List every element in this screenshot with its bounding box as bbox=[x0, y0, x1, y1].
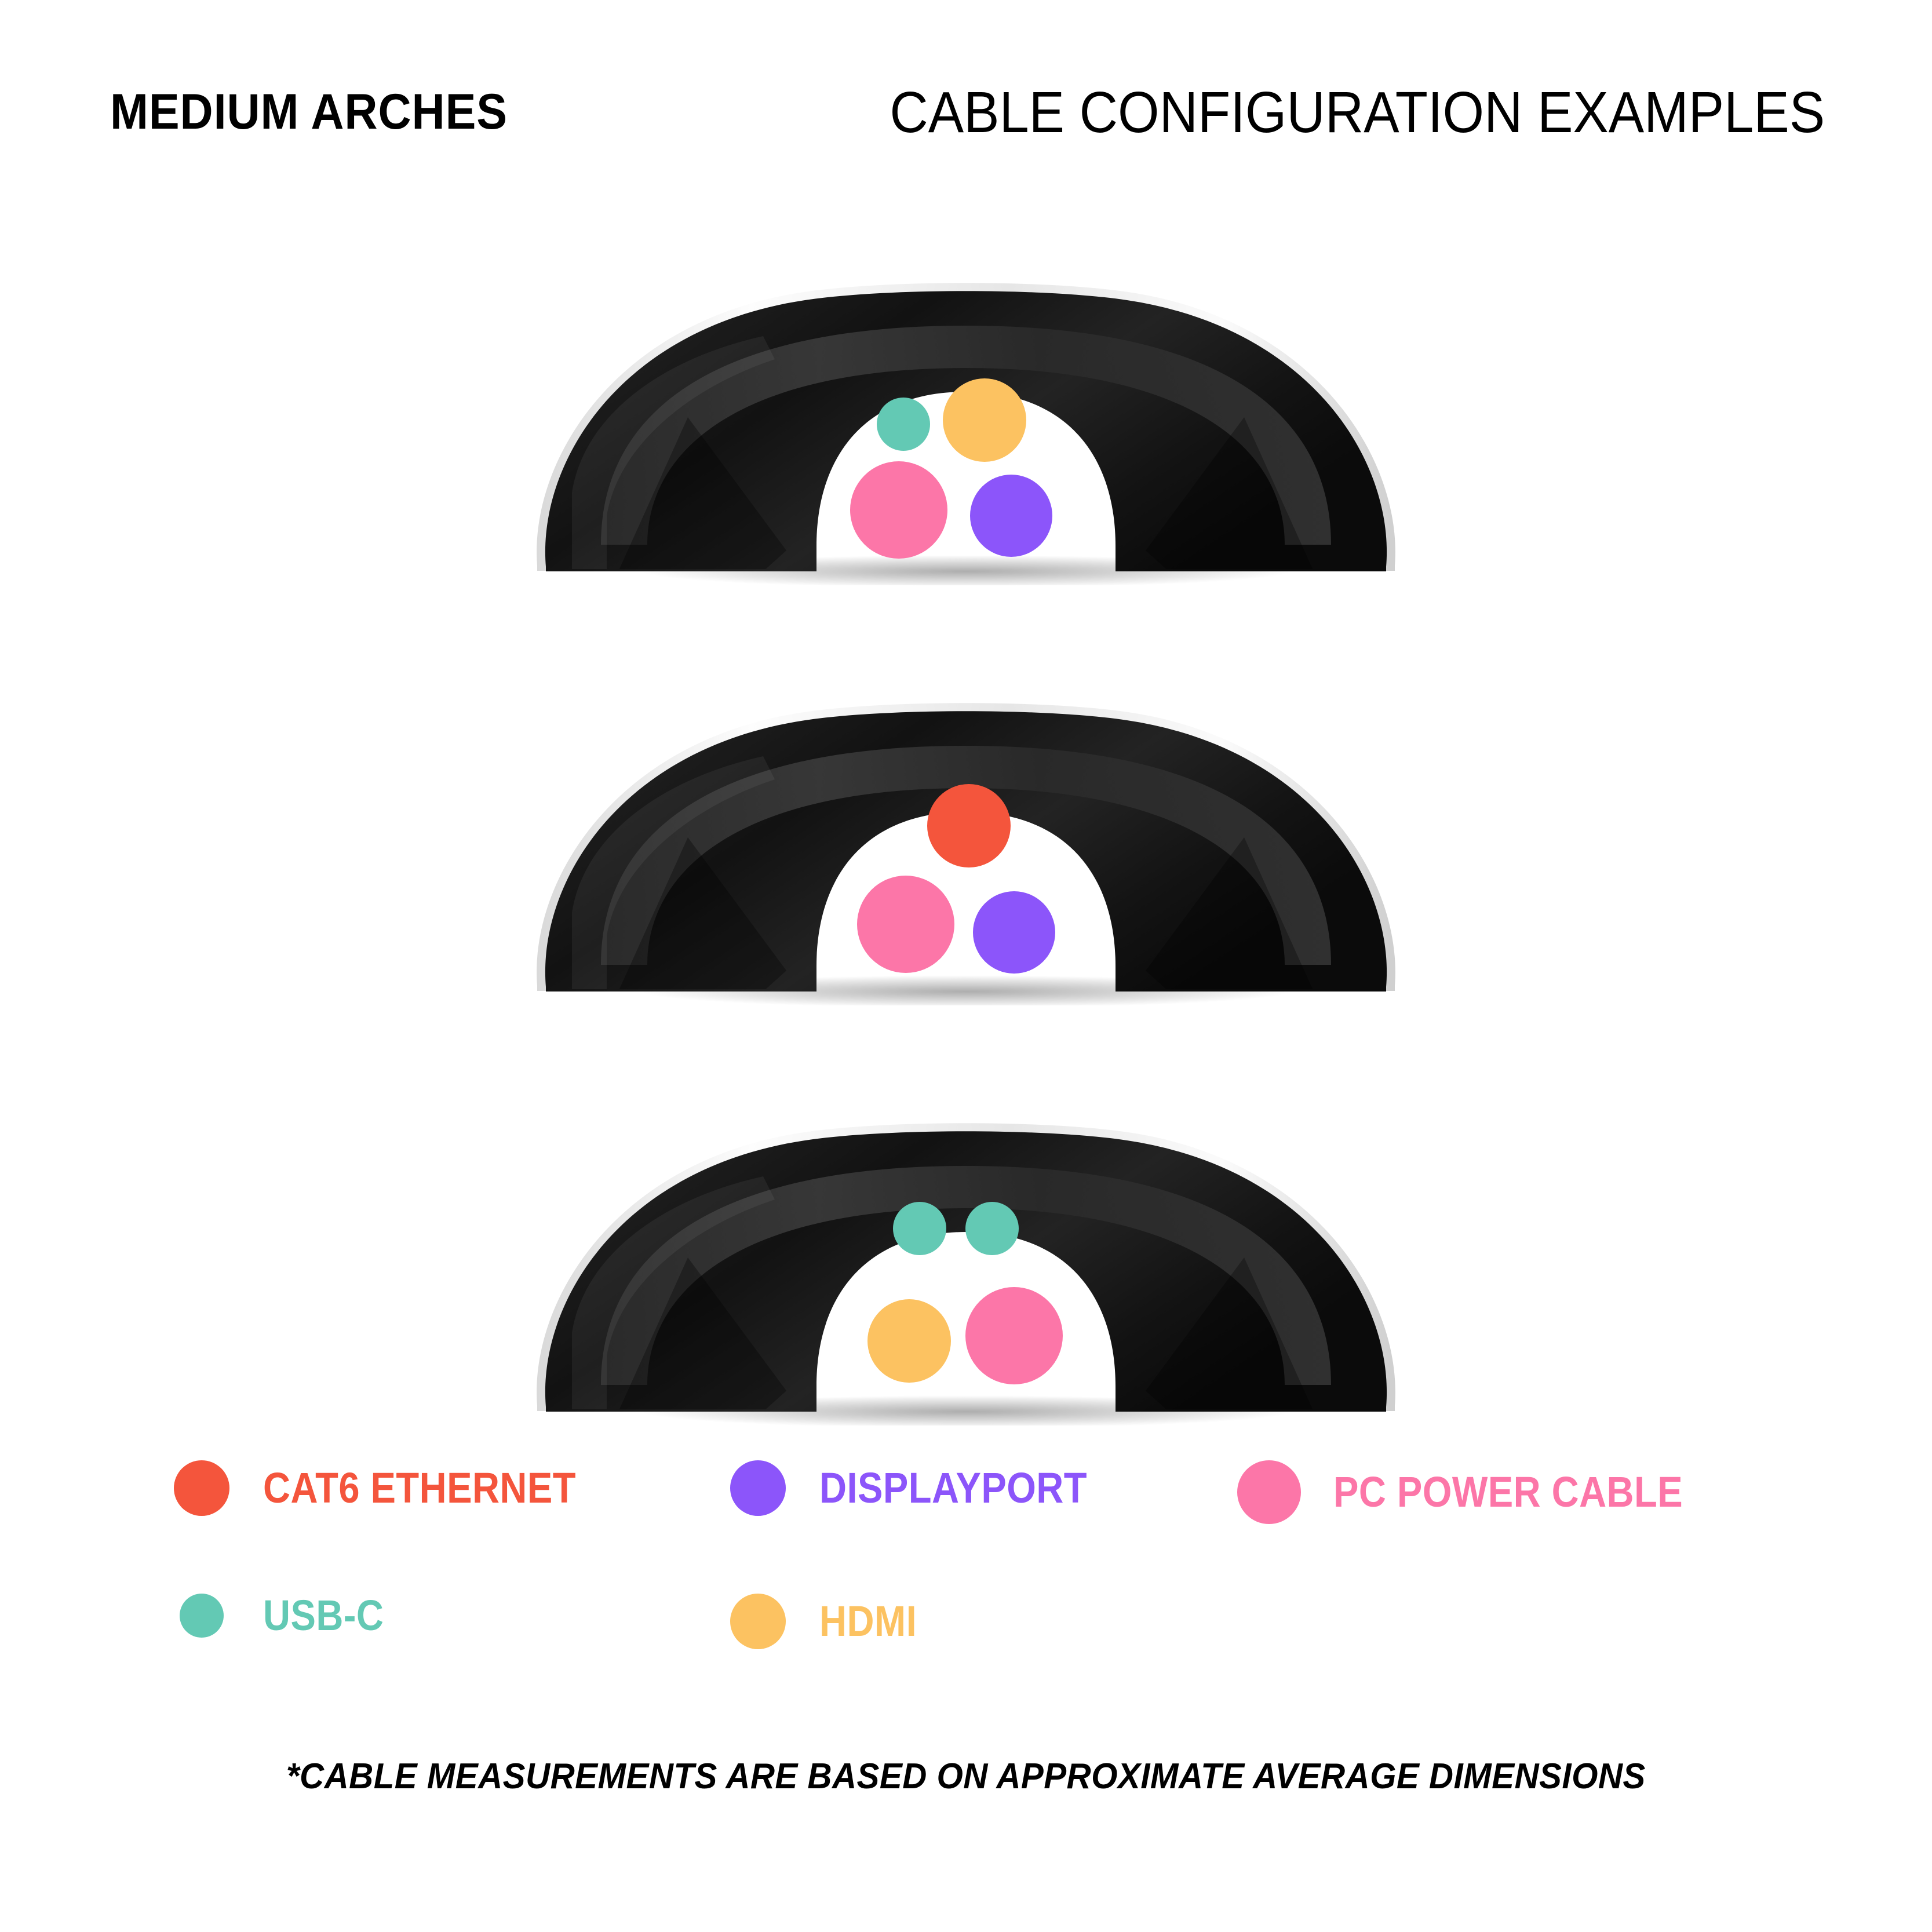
legend-item-pc-power-cable[interactable]: PC POWER CABLE bbox=[1237, 1460, 1730, 1524]
page-title: MEDIUM ARCHES bbox=[110, 84, 508, 140]
arch-left-sheen bbox=[572, 756, 775, 989]
legend-label-usb-c: USB-C bbox=[263, 1591, 384, 1639]
footnote: *CABLE MEASUREMENTS ARE BASED ON APPROXI… bbox=[0, 1756, 1932, 1797]
page-header: MEDIUM ARCHES CABLE CONFIGURATION EXAMPL… bbox=[0, 83, 1932, 162]
arch-gallery bbox=[514, 272, 1418, 1426]
arch-figure-2 bbox=[514, 692, 1418, 1005]
legend-item-hdmi[interactable]: HDMI bbox=[730, 1594, 930, 1649]
legend-label-cat6-ethernet: CAT6 ETHERNET bbox=[263, 1464, 576, 1512]
arch-product-image-3 bbox=[537, 1123, 1395, 1426]
arch-matte-band bbox=[601, 746, 1331, 965]
legend-item-displayport[interactable]: DISPLAYPORT bbox=[730, 1460, 1124, 1516]
arch-matte-band bbox=[601, 326, 1331, 545]
arch-left-sheen bbox=[572, 1176, 775, 1409]
legend-swatch-icon bbox=[730, 1594, 786, 1649]
arch-facet-left bbox=[618, 1257, 786, 1409]
legend-item-cat6-ethernet[interactable]: CAT6 ETHERNET bbox=[174, 1460, 619, 1516]
arch-product-image-2 bbox=[537, 703, 1395, 1005]
arch-left-sheen bbox=[572, 336, 775, 569]
arch-facet-right bbox=[1146, 1257, 1314, 1409]
arch-product-image-1 bbox=[537, 283, 1395, 585]
legend-swatch-icon bbox=[1237, 1460, 1301, 1524]
arch-matte-band bbox=[601, 1166, 1331, 1385]
cable-legend: CAT6 ETHERNET DISPLAYPORT PC POWER CABLE… bbox=[0, 1460, 1932, 1727]
legend-row-2: USB-C HDMI bbox=[0, 1594, 1932, 1727]
legend-label-hdmi: HDMI bbox=[819, 1597, 917, 1645]
arch-facet-right bbox=[1146, 417, 1314, 569]
legend-swatch-icon bbox=[180, 1594, 224, 1638]
legend-label-displayport: DISPLAYPORT bbox=[819, 1464, 1087, 1512]
legend-row-1: CAT6 ETHERNET DISPLAYPORT PC POWER CABLE bbox=[0, 1460, 1932, 1594]
arch-facet-right bbox=[1146, 837, 1314, 989]
legend-swatch-icon bbox=[174, 1460, 229, 1516]
legend-label-pc-power-cable: PC POWER CABLE bbox=[1333, 1468, 1683, 1516]
legend-item-usb-c[interactable]: USB-C bbox=[174, 1594, 400, 1638]
arch-figure-1 bbox=[514, 272, 1418, 585]
arch-facet-left bbox=[618, 417, 786, 569]
arch-facet-left bbox=[618, 837, 786, 989]
legend-swatch-icon bbox=[730, 1460, 786, 1516]
page-subtitle: CABLE CONFIGURATION EXAMPLES bbox=[890, 80, 1825, 145]
arch-figure-3 bbox=[514, 1113, 1418, 1426]
footnote-text: *CABLE MEASUREMENTS ARE BASED ON APPROXI… bbox=[286, 1756, 1646, 1796]
